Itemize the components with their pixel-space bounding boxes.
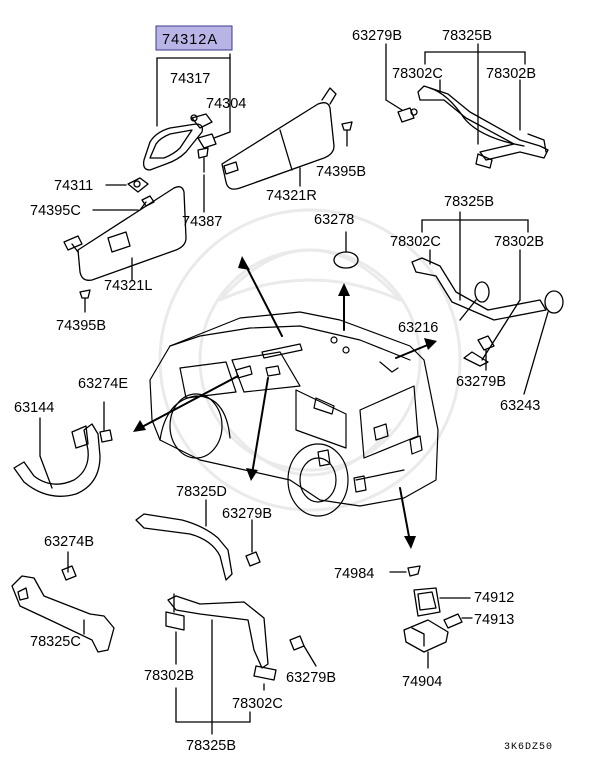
assist-grip-78325c bbox=[11, 575, 115, 653]
label-74321l[interactable]: 74321L bbox=[104, 278, 152, 294]
sun-visor-holder-74311 bbox=[127, 177, 149, 193]
label-78325b-bottom[interactable]: 78325B bbox=[186, 738, 236, 754]
assist-grip-78325b-top bbox=[417, 85, 549, 169]
label-78302c-top[interactable]: 78302C bbox=[392, 66, 443, 82]
lamp-base-74904 bbox=[403, 619, 449, 669]
label-74912[interactable]: 74912 bbox=[474, 590, 514, 606]
bolt-63274e bbox=[99, 401, 113, 443]
lens-74912 bbox=[413, 587, 471, 617]
label-63279b-mid[interactable]: 63279B bbox=[456, 374, 506, 390]
label-74395c[interactable]: 74395C bbox=[30, 203, 81, 219]
part-labels: 74312A 74317 74304 74311 74395C 74387 74… bbox=[14, 25, 553, 754]
label-74387[interactable]: 74387 bbox=[182, 214, 222, 230]
bolt-63279b-bottom bbox=[289, 635, 317, 667]
label-63216[interactable]: 63216 bbox=[398, 320, 438, 336]
sun-visor-left-74321l bbox=[63, 186, 187, 281]
assist-grip-78325b-mid bbox=[411, 257, 547, 367]
bolt-63274b bbox=[61, 565, 77, 581]
label-78325c[interactable]: 78325C bbox=[30, 634, 81, 650]
label-78302c-bottom[interactable]: 78302C bbox=[232, 696, 283, 712]
label-74395b-right[interactable]: 74395B bbox=[316, 164, 366, 180]
pointer-arrows bbox=[139, 261, 431, 543]
label-63144[interactable]: 63144 bbox=[14, 400, 54, 416]
watermark-emblem bbox=[158, 208, 462, 512]
label-78325b-mid[interactable]: 78325B bbox=[444, 194, 494, 210]
bolt-63279b-mid bbox=[477, 335, 495, 371]
label-74984[interactable]: 74984 bbox=[334, 566, 374, 582]
highlight-box bbox=[155, 25, 233, 51]
label-74913[interactable]: 74913 bbox=[474, 612, 514, 628]
label-78302b-mid[interactable]: 78302B bbox=[494, 234, 544, 250]
label-78302c-mid[interactable]: 78302C bbox=[390, 234, 441, 250]
label-74321r[interactable]: 74321R bbox=[266, 188, 317, 204]
label-63279b-bottom[interactable]: 63279B bbox=[286, 670, 336, 686]
mirror-clip-74304 bbox=[190, 113, 217, 149]
screw-74984 bbox=[389, 565, 421, 577]
label-78302b-top[interactable]: 78302B bbox=[486, 66, 536, 82]
label-74312a[interactable]: 74312A bbox=[162, 32, 218, 48]
cap-63278 bbox=[333, 231, 359, 269]
assist-grip-78325b-bottom bbox=[165, 593, 277, 681]
bolt-63279b-center bbox=[245, 519, 261, 567]
label-74904[interactable]: 74904 bbox=[402, 674, 442, 690]
label-78302b-bottom[interactable]: 78302B bbox=[144, 668, 194, 684]
label-63274b[interactable]: 63274B bbox=[44, 534, 94, 550]
bulb-74913 bbox=[443, 613, 473, 629]
vanity-mirror-74317 bbox=[142, 123, 204, 171]
diagram-code: 3K6DZ50 bbox=[504, 742, 553, 753]
assist-grip-63144 bbox=[13, 423, 101, 497]
label-74395b-left[interactable]: 74395B bbox=[56, 318, 106, 334]
screw-74395b-left bbox=[79, 289, 91, 313]
label-63279b-top[interactable]: 63279B bbox=[352, 28, 402, 44]
label-74304[interactable]: 74304 bbox=[206, 96, 246, 112]
sun-visor-right-74321r bbox=[221, 87, 337, 190]
assist-grip-78325d bbox=[135, 513, 233, 581]
screw-74387 bbox=[197, 147, 209, 173]
screw-74395b-right bbox=[341, 121, 353, 147]
label-74311[interactable]: 74311 bbox=[54, 178, 93, 194]
label-74317[interactable]: 74317 bbox=[170, 71, 210, 87]
vehicle-body bbox=[149, 311, 439, 517]
label-78325d[interactable]: 78325D bbox=[176, 484, 227, 500]
label-63279b-center[interactable]: 63279B bbox=[222, 506, 272, 522]
cap-63243 bbox=[523, 290, 564, 395]
label-63274e[interactable]: 63274E bbox=[78, 376, 128, 392]
bolt-63279b-top bbox=[385, 43, 418, 123]
label-63278[interactable]: 63278 bbox=[314, 212, 354, 228]
label-78325b-top[interactable]: 78325B bbox=[442, 28, 492, 44]
label-63243[interactable]: 63243 bbox=[500, 398, 540, 414]
